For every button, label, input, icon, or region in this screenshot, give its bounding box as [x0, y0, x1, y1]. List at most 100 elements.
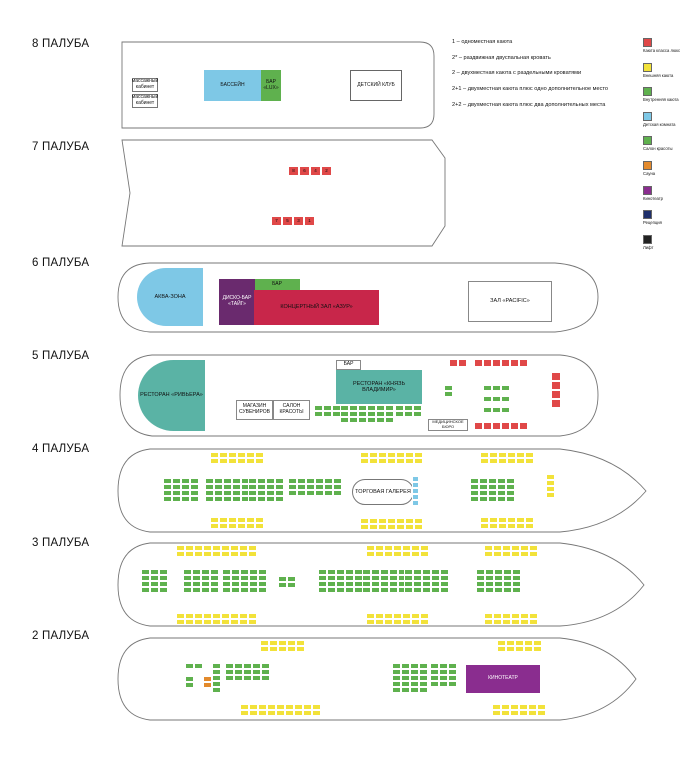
cabin[interactable]	[376, 405, 385, 411]
cabin[interactable]	[422, 569, 431, 575]
cabin[interactable]	[275, 496, 284, 502]
cabin[interactable]	[312, 710, 321, 716]
cabin[interactable]	[430, 663, 439, 669]
cabin[interactable]	[410, 663, 419, 669]
cabin[interactable]	[296, 640, 305, 646]
cabin[interactable]	[266, 484, 275, 490]
cabin[interactable]	[246, 452, 255, 458]
cabin[interactable]	[420, 551, 429, 557]
cabin[interactable]	[414, 458, 423, 464]
cabin[interactable]	[234, 675, 243, 681]
cabin[interactable]	[440, 575, 449, 581]
cabin[interactable]	[494, 569, 503, 575]
cabin[interactable]	[203, 613, 212, 619]
suite-cabin[interactable]: 5	[282, 216, 293, 226]
cabin[interactable]	[501, 710, 510, 716]
cabin[interactable]	[498, 517, 507, 523]
cabin[interactable]	[275, 484, 284, 490]
cabin[interactable]	[479, 490, 488, 496]
cabin[interactable]	[519, 710, 528, 716]
cabin[interactable]	[551, 390, 561, 399]
cabin[interactable]	[185, 613, 194, 619]
cabin[interactable]	[506, 490, 515, 496]
cabin[interactable]	[369, 524, 378, 530]
cabin[interactable]	[483, 422, 492, 430]
cabin[interactable]	[551, 399, 561, 408]
cabin[interactable]	[546, 486, 555, 492]
cabin[interactable]	[414, 452, 423, 458]
cabin[interactable]	[239, 619, 248, 625]
cabin[interactable]	[378, 518, 387, 524]
cabin[interactable]	[402, 613, 411, 619]
cabin[interactable]	[248, 619, 257, 625]
cabin[interactable]	[228, 458, 237, 464]
cabin[interactable]	[194, 551, 203, 557]
cabin[interactable]	[492, 359, 501, 367]
cabin[interactable]	[376, 417, 385, 423]
cabin[interactable]	[497, 490, 506, 496]
cabin[interactable]	[360, 518, 369, 524]
cabin[interactable]	[410, 675, 419, 681]
cabin[interactable]	[150, 575, 159, 581]
cabin[interactable]	[212, 681, 221, 687]
cabin[interactable]	[210, 575, 219, 581]
cabin[interactable]	[501, 422, 510, 430]
cabin[interactable]	[141, 575, 150, 581]
cabin[interactable]	[240, 569, 249, 575]
cabin[interactable]	[176, 545, 185, 551]
cabin[interactable]	[248, 496, 257, 502]
cabin[interactable]	[537, 710, 546, 716]
cabin[interactable]	[210, 452, 219, 458]
cabin[interactable]	[414, 524, 423, 530]
cabin[interactable]	[296, 646, 305, 652]
cabin[interactable]	[516, 517, 525, 523]
cabin[interactable]	[516, 452, 525, 458]
cabin[interactable]	[312, 704, 321, 710]
cabin[interactable]	[294, 704, 303, 710]
cabin[interactable]	[476, 575, 485, 581]
suite-cabin[interactable]: 7	[271, 216, 282, 226]
cabin[interactable]	[393, 619, 402, 625]
cabin[interactable]	[529, 545, 538, 551]
cabin[interactable]	[306, 478, 315, 484]
cabin[interactable]	[448, 669, 457, 675]
cabin[interactable]	[512, 581, 521, 587]
cabin[interactable]	[333, 484, 342, 490]
cabin[interactable]	[401, 675, 410, 681]
cabin[interactable]	[360, 524, 369, 530]
cabin[interactable]	[150, 569, 159, 575]
cabin[interactable]	[412, 500, 419, 506]
cabin[interactable]	[525, 517, 534, 523]
cabin[interactable]	[228, 452, 237, 458]
cabin[interactable]	[243, 669, 252, 675]
cabin[interactable]	[484, 613, 493, 619]
cabin[interactable]	[404, 587, 413, 593]
cabin[interactable]	[492, 710, 501, 716]
cabin[interactable]	[287, 640, 296, 646]
cabin[interactable]	[419, 687, 428, 693]
cabin[interactable]	[261, 675, 270, 681]
cabin[interactable]	[246, 523, 255, 529]
cabin[interactable]	[369, 458, 378, 464]
cabin[interactable]	[367, 411, 376, 417]
cabin[interactable]	[210, 458, 219, 464]
cabin[interactable]	[192, 581, 201, 587]
cabin[interactable]	[203, 676, 212, 682]
cabin[interactable]	[419, 675, 428, 681]
cabin[interactable]	[212, 545, 221, 551]
cabin[interactable]	[389, 569, 398, 575]
cabin[interactable]	[419, 669, 428, 675]
cabin[interactable]	[405, 452, 414, 458]
cabin[interactable]	[497, 478, 506, 484]
cabin[interactable]	[248, 613, 257, 619]
cabin[interactable]	[387, 518, 396, 524]
cabin[interactable]	[501, 359, 510, 367]
cabin[interactable]	[392, 675, 401, 681]
cabin[interactable]	[285, 704, 294, 710]
cabin[interactable]	[410, 687, 419, 693]
cabin[interactable]	[520, 619, 529, 625]
cabin[interactable]	[172, 490, 181, 496]
cabin[interactable]	[476, 581, 485, 587]
cabin[interactable]	[230, 551, 239, 557]
cabin[interactable]	[360, 452, 369, 458]
